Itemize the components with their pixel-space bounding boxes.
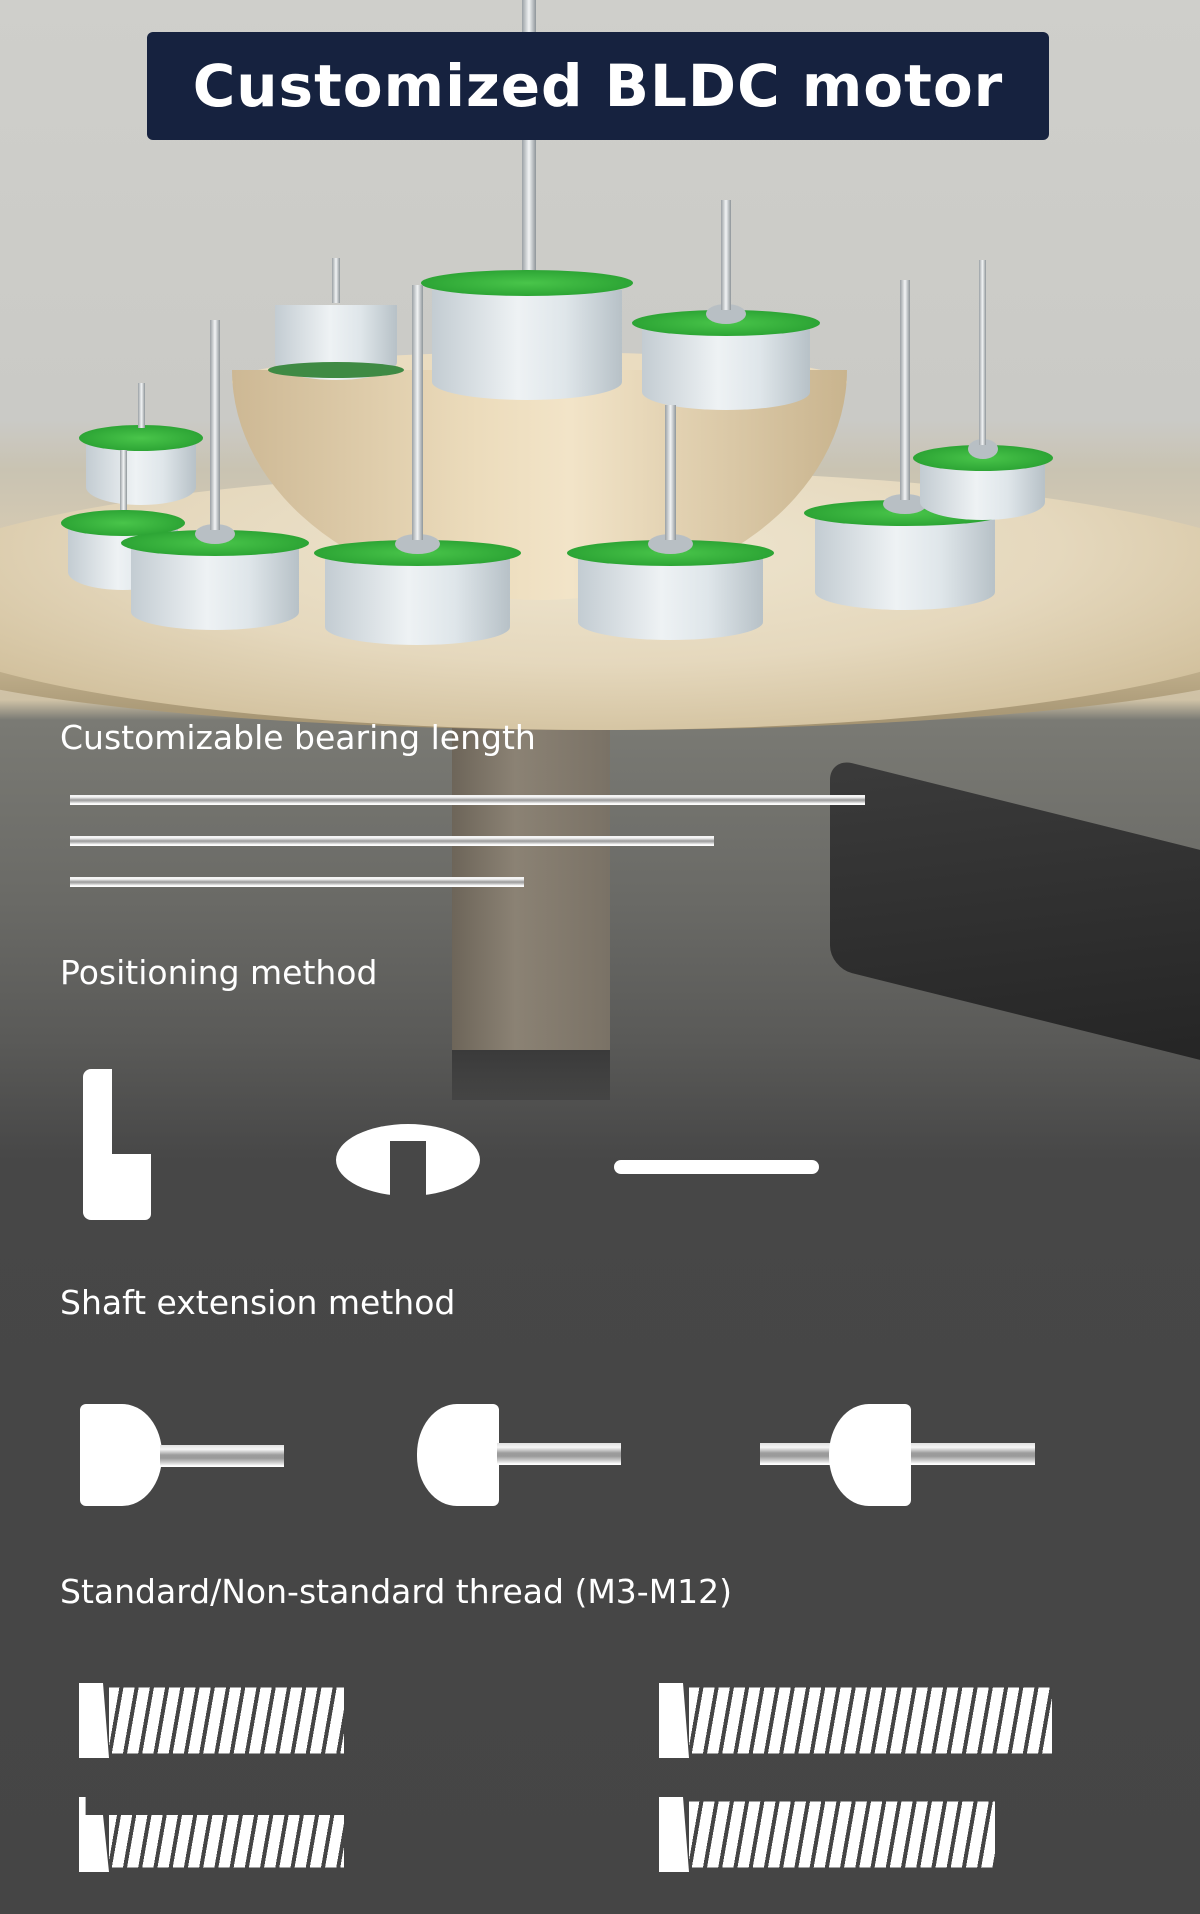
- motor-image: [631, 200, 821, 410]
- bearing-length-heading: Customizable bearing length: [60, 718, 536, 757]
- motor-image: [420, 270, 634, 400]
- motor-image: [79, 383, 203, 505]
- thread-short-full-icon: [79, 1683, 344, 1758]
- motor-image: [313, 285, 522, 645]
- bench-illustration: [830, 757, 1200, 1073]
- thread-short-stepped-icon: [79, 1797, 344, 1872]
- thread-long-full-icon: [659, 1683, 1052, 1758]
- table-leg-reflection: [452, 1050, 610, 1100]
- motor-image: [120, 320, 310, 630]
- positioning-heading: Positioning method: [60, 953, 378, 992]
- motor-image: [804, 280, 1006, 610]
- bearing-length-medium: [70, 836, 714, 846]
- bearing-length-long: [70, 795, 865, 805]
- title-banner: Customized BLDC motor: [147, 32, 1049, 140]
- bearing-length-short: [70, 877, 524, 887]
- thread-medium-full-icon: [659, 1797, 995, 1872]
- motor-image: [912, 260, 1053, 520]
- positioning-flat-key-icon: [614, 1160, 819, 1174]
- product-photo: [0, 0, 1200, 1100]
- motor-image: [566, 405, 775, 640]
- motor-image: [267, 258, 405, 380]
- page-title: Customized BLDC motor: [192, 52, 1004, 120]
- shaft-extension-heading: Shaft extension method: [60, 1283, 456, 1322]
- thread-heading: Standard/Non-standard thread (M3-M12): [60, 1572, 733, 1611]
